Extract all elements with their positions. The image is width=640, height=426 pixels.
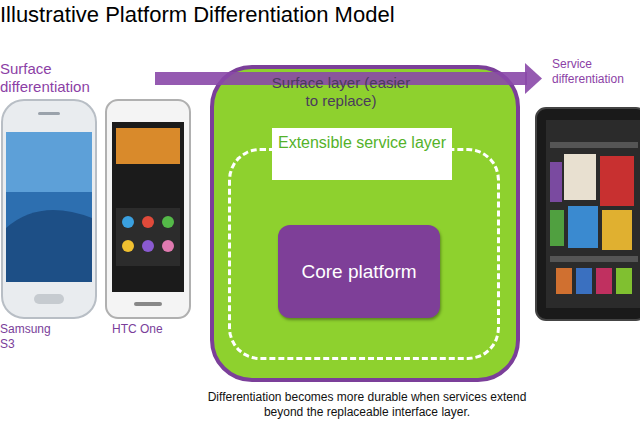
side-label: Service differentiation (552, 57, 640, 87)
diagram-caption: Differentiation becomes more durable whe… (198, 390, 536, 420)
node-text: Extensible service layer (272, 128, 452, 180)
service-layer-box: Extensible service layerCore platform (228, 148, 500, 360)
surface-layer-box: Surface layer (easier to replace) Extensi… (210, 65, 520, 382)
core-platform-box: Core platform (278, 225, 440, 318)
node-text: Core platform (278, 225, 440, 318)
phone-illustration (0, 98, 100, 322)
phone-illustration (104, 98, 192, 322)
node-text: Surface layer (easier to replace) (266, 74, 416, 110)
device-label: HTC One (112, 322, 192, 337)
tablet-illustration (534, 106, 640, 322)
side-label: Surface differentiation (0, 60, 104, 96)
diagram-title: Illustrative Platform Differentiation Mo… (0, 2, 620, 28)
device-label: Samsung S3 (0, 322, 62, 352)
